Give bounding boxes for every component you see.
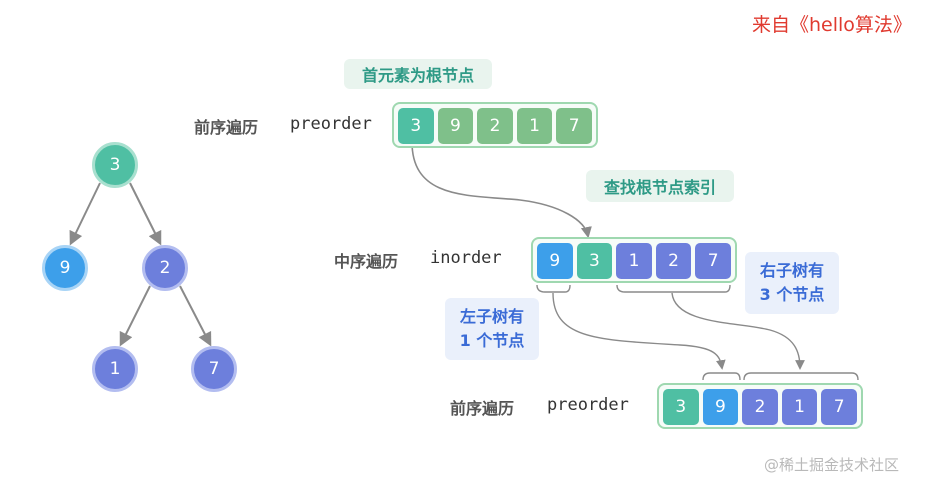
inorder-label-code: inorder — [430, 248, 502, 268]
preorder-bottom-array: 3 9 2 1 7 — [657, 383, 863, 429]
preorder-top-label-code: preorder — [290, 114, 372, 134]
watermark: @稀土掘金技术社区 — [764, 456, 900, 474]
left-bracket — [536, 284, 571, 293]
array-cell: 7 — [556, 108, 592, 144]
array-cell: 1 — [781, 389, 818, 425]
tree-edge-2-1 — [119, 285, 151, 347]
preorder-top-label-cn: 前序遍历 — [194, 118, 259, 137]
array-cell: 1 — [516, 108, 553, 144]
right-curve — [671, 292, 805, 370]
inorder-array: 9 3 1 2 7 — [531, 237, 737, 283]
index-callout: 查找根节点索引 — [586, 170, 734, 202]
preorder-bottom-label-code: preorder — [547, 395, 629, 415]
array-cell: 9 — [537, 243, 573, 279]
bottom-right-bracket — [743, 372, 859, 381]
left-subtree-line1: 左子树有 — [459, 307, 524, 326]
right-subtree-callout: 右子树有 3 个节点 — [745, 252, 839, 314]
tree-node-3: 3 — [92, 142, 138, 188]
array-cell: 2 — [477, 108, 513, 144]
left-subtree-line2: 1 个节点 — [459, 331, 525, 350]
tree-node-1: 1 — [92, 346, 138, 392]
right-subtree-line1: 右子树有 — [759, 261, 824, 280]
array-cell: 1 — [616, 243, 652, 279]
tree-edge-2-7 — [179, 285, 212, 347]
array-cell: 3 — [663, 389, 699, 425]
lookup-curve — [411, 141, 592, 239]
array-cell: 2 — [655, 243, 692, 279]
array-cell: 9 — [702, 389, 739, 425]
right-bracket — [616, 284, 731, 293]
array-cell: 7 — [821, 389, 857, 425]
array-cell: 3 — [398, 108, 434, 144]
tree-node-7: 7 — [191, 346, 237, 392]
array-cell: 2 — [742, 389, 778, 425]
brand-label: 来自《hello算法》 — [752, 14, 912, 36]
array-cell: 3 — [576, 243, 613, 279]
bottom-left-bracket — [702, 372, 741, 381]
inorder-label-cn: 中序遍历 — [334, 252, 399, 271]
preorder-top-array: 3 9 2 1 7 — [392, 102, 598, 148]
tree-edge-3-9 — [69, 182, 101, 246]
tree-node-9: 9 — [42, 245, 88, 291]
array-cell: 9 — [437, 108, 474, 144]
left-curve — [552, 292, 726, 370]
array-cell: 7 — [695, 243, 731, 279]
root-callout: 首元素为根节点 — [344, 59, 492, 89]
right-subtree-line2: 3 个节点 — [759, 285, 825, 304]
preorder-bottom-label-cn: 前序遍历 — [450, 399, 515, 418]
tree-edge-3-2 — [129, 182, 162, 246]
tree-node-2: 2 — [142, 245, 188, 291]
left-subtree-callout: 左子树有 1 个节点 — [445, 298, 539, 360]
